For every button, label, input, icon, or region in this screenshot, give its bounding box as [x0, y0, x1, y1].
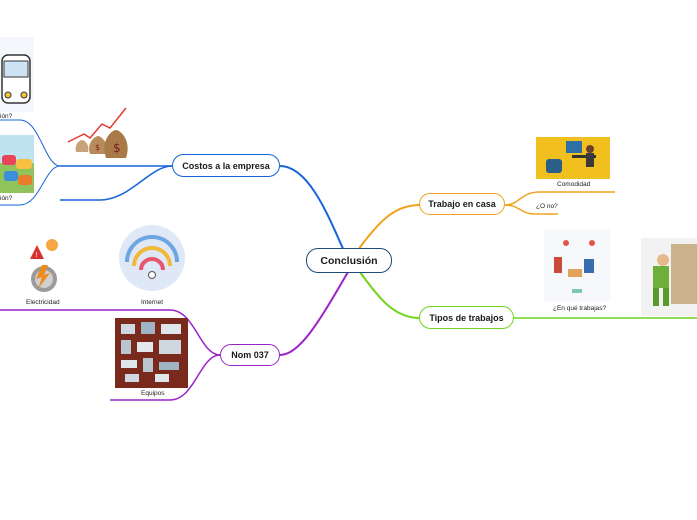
tipos-node[interactable]: Tipos de trabajos	[419, 306, 514, 329]
central-label: Conclusión	[320, 254, 378, 267]
en-que-trabajas-label: ¿En qué trabajas?	[553, 305, 607, 312]
mover-image	[641, 238, 697, 316]
money-bags-image: $ $	[67, 107, 128, 158]
electricidad-image: !	[30, 239, 58, 292]
equipos-label: Equipos	[141, 390, 165, 397]
costos-node[interactable]: Costos a la empresa	[172, 154, 280, 177]
trabajo-label: Trabajo en casa	[428, 199, 496, 209]
svg-text:!: !	[35, 251, 38, 259]
comodidad-image	[536, 137, 610, 179]
traffic-image	[0, 135, 34, 193]
equipos-image	[115, 318, 188, 388]
o-no-label: ¿O no?	[536, 203, 558, 210]
comodidad-label: Comodidad	[557, 181, 591, 188]
electricidad-label: Electricidad	[26, 299, 60, 306]
costos-item1-label: ión?	[0, 113, 13, 120]
svg-text:$: $	[95, 143, 100, 152]
bus-image	[0, 37, 34, 112]
en-que-trabajas-image	[544, 229, 610, 301]
nom-node[interactable]: Nom 037	[220, 344, 280, 366]
svg-text:$: $	[113, 141, 121, 155]
trabajo-node[interactable]: Trabajo en casa	[419, 193, 505, 215]
internet-image	[119, 225, 185, 291]
central-node[interactable]: Conclusión	[306, 248, 392, 273]
nom-label: Nom 037	[231, 350, 269, 360]
costos-label: Costos a la empresa	[182, 160, 270, 171]
tipos-label: Tipos de trabajos	[429, 312, 504, 323]
internet-label: Internet	[141, 299, 164, 306]
costos-item2-label: ión?	[0, 195, 13, 202]
